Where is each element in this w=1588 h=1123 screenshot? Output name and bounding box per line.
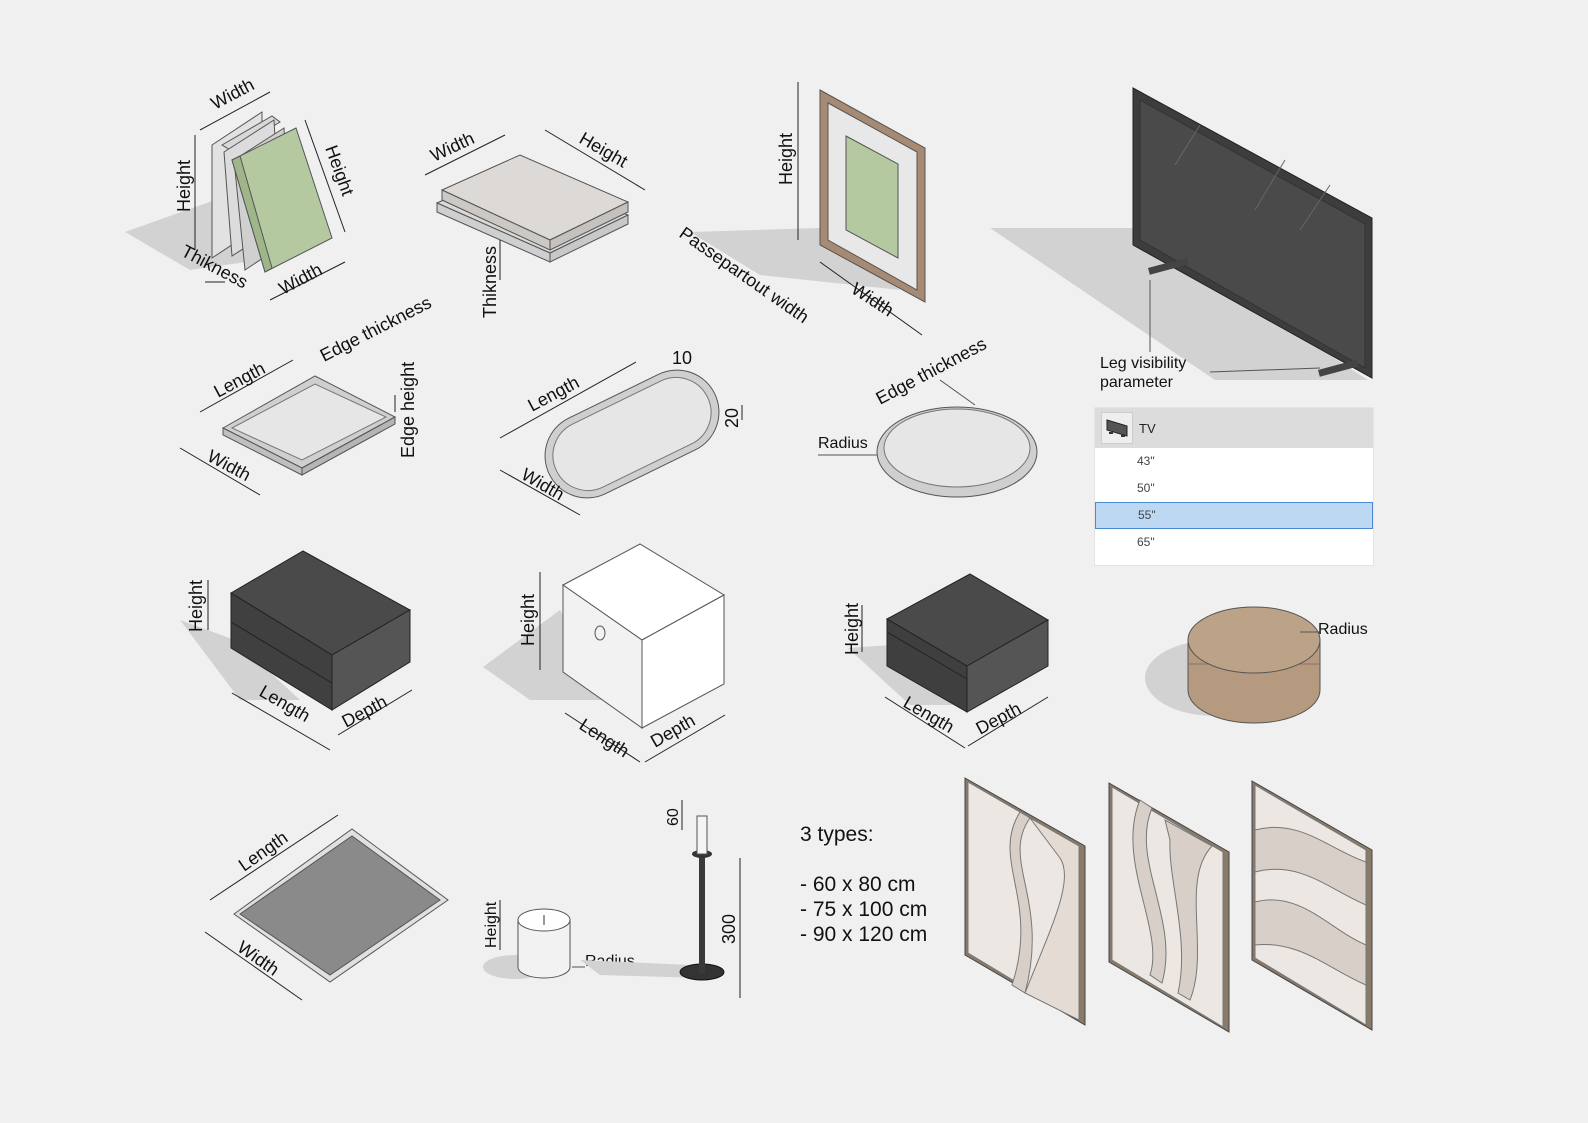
stack-width-label: Width xyxy=(427,128,477,166)
tray-round-edge-thickness-label: Edge thickness xyxy=(872,334,989,409)
books-height-right-label: Height xyxy=(321,143,358,199)
tray-oval-20-label: 20 xyxy=(722,408,742,428)
frame-group: Height Passepartout width Width xyxy=(676,82,926,336)
box-height-label: Height xyxy=(842,603,862,655)
candle-glass xyxy=(517,919,571,979)
round-box-lid xyxy=(1187,606,1321,674)
drawer-side xyxy=(331,609,411,711)
panel-3 xyxy=(1251,780,1373,1031)
tray-rect-edge-thickness-label: Edge thickness xyxy=(317,292,435,365)
tray-oval-10-label: 10 xyxy=(672,348,692,368)
tv-leg-right xyxy=(1317,359,1359,377)
rug-group: Length Width xyxy=(204,814,449,1001)
panel-1 xyxy=(964,777,1086,1026)
stack-thikness-label: Thikness xyxy=(480,246,500,318)
drawer-height-label: Height xyxy=(186,580,206,632)
tv-leg-visibility-label-1: Leg visibility xyxy=(1100,355,1186,372)
cube-height-label: Height xyxy=(518,594,538,646)
tv-type-title: TV xyxy=(1139,420,1156,436)
tray-oval-inner xyxy=(552,377,712,491)
panel-size-1: - 60 x 80 cm xyxy=(800,873,916,896)
books-width-bottom-label: Width xyxy=(275,259,325,298)
tray-rect-length-label: Length xyxy=(210,358,268,402)
tv-size-dropdown[interactable]: TV 43" 50" 55" 65" xyxy=(1094,407,1374,566)
box-group: Height Length Depth xyxy=(842,573,1049,749)
tray-round-radius-label: Radius xyxy=(818,435,868,452)
round-box-radius-label: Radius xyxy=(1318,621,1368,638)
frame-height-label: Height xyxy=(776,133,796,185)
tv-size-option-55[interactable]: 55" xyxy=(1095,502,1373,529)
tray-rect-inner xyxy=(230,383,388,461)
candlestick-candle xyxy=(696,815,708,855)
tray-round-group: Edge thickness Radius xyxy=(818,334,1038,498)
books-height-left-label: Height xyxy=(174,160,194,212)
tv-icon xyxy=(1101,412,1133,444)
tray-oval-length-label: Length xyxy=(524,372,582,416)
box-side xyxy=(966,619,1049,713)
tray-oval-group: Length 10 20 Width xyxy=(499,348,743,516)
tv-size-option-43[interactable]: 43" xyxy=(1137,454,1155,468)
candlestick-300-label: 300 xyxy=(719,914,739,944)
tv-screen xyxy=(1139,99,1366,369)
cube-side xyxy=(641,594,725,729)
panel-size-3: - 90 x 120 cm xyxy=(800,923,928,946)
panel-types: 3 types: - 60 x 80 cm - 75 x 100 cm - 90… xyxy=(800,822,927,947)
cube-group: Height Length Depth xyxy=(483,543,726,763)
tray-rect-width-label: Width xyxy=(204,446,254,485)
candlestick-stem xyxy=(699,855,705,973)
panel-types-title: 3 types: xyxy=(800,823,874,846)
frame-picture xyxy=(845,135,899,259)
panels-group xyxy=(964,777,1373,1033)
candle-height-label: Height xyxy=(483,901,500,948)
rug-body xyxy=(239,835,441,976)
books-width-top-label: Width xyxy=(207,74,257,113)
cube-hole xyxy=(594,625,606,641)
tv-leg-left xyxy=(1148,257,1189,275)
tv-size-option-65[interactable]: 65" xyxy=(1137,535,1155,549)
tv-leg-visibility-label-2: parameter xyxy=(1100,374,1174,391)
panel-size-2: - 75 x 100 cm xyxy=(800,898,928,921)
tray-rect-group: Length Edge thickness Edge height Width xyxy=(179,292,435,496)
tv-type-header[interactable]: TV xyxy=(1095,408,1373,448)
candlestick-group: 60 300 xyxy=(580,800,741,998)
panel-2 xyxy=(1108,782,1230,1033)
tray-rect-edge-height-label: Edge height xyxy=(398,362,418,458)
candle-group: Height Radius xyxy=(483,900,635,979)
books-group: Width Height Height Thikness Width xyxy=(125,74,358,301)
candlestick-60-label: 60 xyxy=(665,808,682,826)
stack-group: Width Height Thikness xyxy=(424,128,646,318)
tray-round-inner xyxy=(883,408,1031,488)
tv-group: Leg visibility parameter xyxy=(990,87,1373,391)
cube-length-label: Length xyxy=(576,715,633,762)
round-box-group: Radius xyxy=(1145,606,1368,724)
tv-size-option-50[interactable]: 50" xyxy=(1137,481,1155,495)
drawer-group: Height Length Depth xyxy=(180,550,413,751)
